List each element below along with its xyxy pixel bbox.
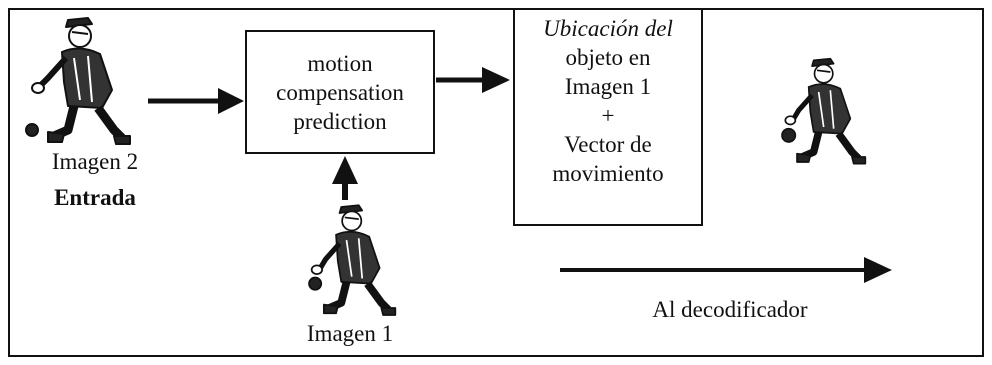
arrow-image1-to-motion: [332, 156, 358, 200]
location-box-line-3: Imagen 1: [564, 74, 652, 99]
decoder-label: Al decodificador: [652, 297, 808, 322]
location-box-line-1: Ubicación del: [543, 16, 673, 41]
arrow-input-to-motion: [148, 88, 244, 114]
bowler-figure-icon: [781, 57, 867, 165]
input-label: Entrada: [54, 185, 136, 210]
diagram-frame: [8, 8, 984, 357]
motion-box-line-2: compensation: [276, 79, 404, 105]
motion-box-line-1: motion: [307, 50, 373, 76]
motion-box-line-3: prediction: [293, 108, 387, 134]
location-box-line-6: movimiento: [552, 161, 664, 186]
location-box-line-4: +: [601, 103, 615, 128]
motion-compensation-box: motion compensation prediction: [245, 30, 435, 154]
location-box-line-2: objeto en: [565, 45, 651, 70]
arrow-to-decoder: [560, 257, 892, 283]
image1-label: Imagen 1: [306, 321, 394, 346]
bowler-figure-icon: [25, 17, 131, 145]
location-vector-box: Ubicación del objeto en Imagen 1 + Vecto…: [513, 8, 703, 226]
image2-label: Imagen 2: [51, 149, 139, 174]
bowler-figure-icon: [308, 204, 397, 316]
arrow-motion-to-location: [436, 67, 510, 93]
location-box-line-5: Vector de: [564, 132, 652, 157]
